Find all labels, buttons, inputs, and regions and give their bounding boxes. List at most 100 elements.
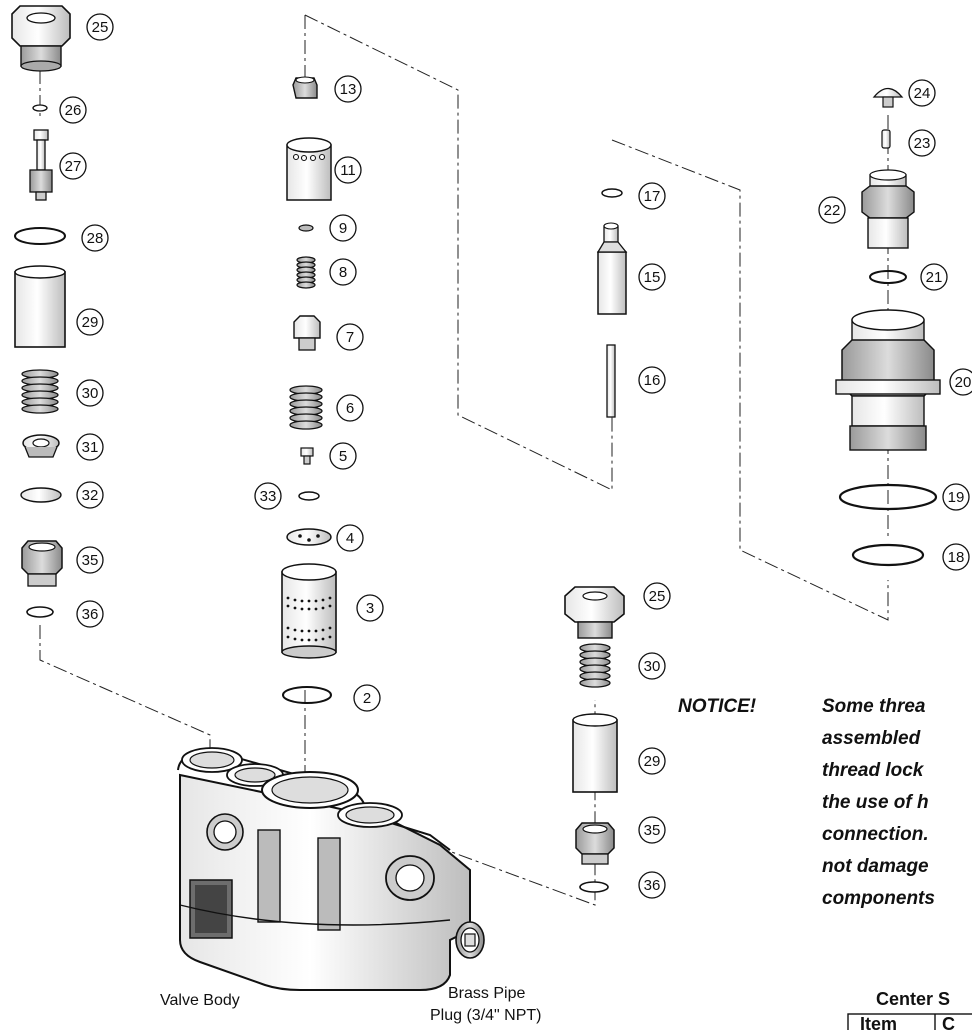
callout-21-circle [920, 263, 948, 291]
part-31-seat [22, 434, 60, 458]
callout-28: 28 [87, 230, 104, 247]
callout-27-circle [59, 152, 87, 180]
callout-4-circle [336, 524, 364, 552]
callout-29-left-circle [76, 308, 104, 336]
callout-30-left-circle [76, 379, 104, 407]
callout-18-circle [942, 543, 970, 571]
callout-36-right: 36 [644, 877, 661, 894]
part-30-spring-right [579, 643, 611, 688]
table-col-item: Item [860, 1014, 897, 1030]
callout-22: 22 [824, 202, 841, 219]
notice-line: components [822, 888, 935, 909]
part-35-fitting-right [575, 822, 615, 865]
callout-35-right: 35 [644, 822, 661, 839]
callout-3-circle [356, 594, 384, 622]
valve-body [177, 747, 471, 991]
callout-24-circle [908, 79, 936, 107]
valve-body-label: Valve Body [160, 992, 240, 1009]
part-11-cage [286, 137, 332, 201]
notice-line: the use of h [822, 792, 929, 813]
part-19-oring [838, 483, 938, 511]
part-2-oring [282, 686, 332, 704]
callout-11-circle [334, 156, 362, 184]
callout-36-left-circle [76, 600, 104, 628]
callout-26: 26 [65, 102, 82, 119]
part-36-oring-left [26, 606, 54, 618]
part-33-washer [298, 491, 320, 501]
callout-4: 4 [346, 530, 354, 547]
callout-6: 6 [346, 400, 354, 417]
callout-30-right: 30 [644, 658, 661, 675]
part-23-pin [881, 129, 891, 149]
part-29-sleeve-right [572, 713, 618, 793]
callout-31: 31 [82, 439, 99, 456]
callout-35-right-circle [638, 816, 666, 844]
callout-8-circle [329, 258, 357, 286]
callout-17: 17 [644, 188, 661, 205]
callout-36-right-circle [638, 871, 666, 899]
callout-25-left-circle [86, 13, 114, 41]
callout-30-left: 30 [82, 385, 99, 402]
part-30-spring-left [21, 369, 59, 414]
callout-3: 3 [366, 600, 374, 617]
part-16-rod [606, 344, 616, 418]
part-35-fitting-left [21, 540, 63, 587]
callout-28-circle [81, 224, 109, 252]
callout-13-circle [334, 75, 362, 103]
callout-24: 24 [914, 85, 931, 102]
callout-18: 18 [948, 549, 965, 566]
notice-line: assembled [822, 728, 921, 749]
notice-text: Some threa assembled thread lock the use… [822, 696, 935, 909]
notice-line: Some threa [822, 696, 926, 717]
callout-2: 2 [363, 690, 371, 707]
part-9-washer [298, 224, 314, 232]
part-25-cap-right [564, 586, 625, 639]
part-25-cap-left [11, 5, 71, 72]
callout-35-left-circle [76, 546, 104, 574]
callout-6-circle [336, 394, 364, 422]
part-5-pin [300, 447, 314, 465]
callout-9: 9 [339, 220, 347, 237]
callout-32: 32 [82, 487, 99, 504]
brass-plug-label-line2: Plug (3/4" NPT) [430, 1007, 542, 1024]
callout-31-circle [76, 433, 104, 461]
callout-35-left: 35 [82, 552, 99, 569]
callout-7: 7 [346, 329, 354, 346]
part-24-cap [872, 87, 904, 108]
callout-15-circle [638, 263, 666, 291]
part-6-spring [289, 385, 323, 430]
table-title: Center S [876, 989, 950, 1009]
notice-line: thread lock [822, 760, 925, 781]
callout-25-right-circle [643, 582, 671, 610]
notice-title: NOTICE! [678, 696, 756, 717]
callout-19: 19 [948, 489, 965, 506]
part-32-washer [20, 487, 62, 503]
callout-25-right: 25 [649, 588, 666, 605]
part-22-adapter [861, 169, 915, 249]
callout-2-circle [353, 684, 381, 712]
callout-33-circle [254, 482, 282, 510]
part-36-oring-right [579, 881, 609, 893]
brass-pipe-plug [455, 921, 485, 959]
callout-29-left: 29 [82, 314, 99, 331]
callout-16: 16 [644, 372, 661, 389]
part-3-screen [281, 563, 337, 659]
callout-15: 15 [644, 269, 661, 286]
part-15-piston [596, 222, 628, 315]
callout-5: 5 [339, 448, 347, 465]
callout-26-circle [59, 96, 87, 124]
callout-23-circle [908, 129, 936, 157]
callout-29-right-circle [638, 747, 666, 775]
callout-20-circle [949, 368, 972, 396]
callout-17-circle [638, 182, 666, 210]
notice-line: connection. [822, 824, 929, 845]
callout-7-circle [336, 323, 364, 351]
part-20-body [835, 309, 941, 451]
assembly-lines [39, 14, 889, 906]
brass-plug-label-line1: Brass Pipe [448, 985, 525, 1002]
callout-22-circle [818, 196, 846, 224]
callout-13: 13 [340, 81, 357, 98]
part-18-oring [851, 543, 925, 567]
callout-29-right: 29 [644, 753, 661, 770]
